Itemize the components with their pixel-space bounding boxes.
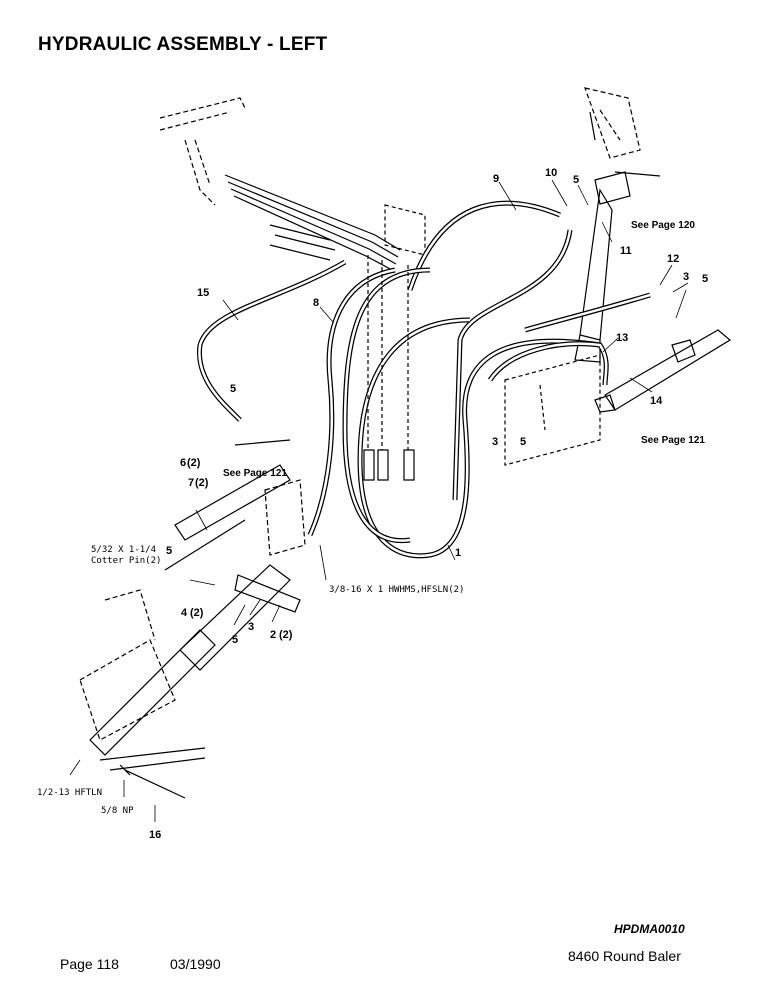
callout-16: 16 bbox=[149, 829, 161, 841]
callout-11: 11 bbox=[620, 245, 632, 257]
callout-8: 8 bbox=[313, 297, 319, 309]
callout-5-cylinder: 5 bbox=[166, 545, 172, 557]
bolt-16-head bbox=[119, 764, 131, 776]
callout-7: 7 bbox=[188, 477, 194, 489]
footer-page-number: Page 118 bbox=[60, 956, 119, 972]
callout-3-right: 3 bbox=[683, 271, 689, 283]
lower-arm bbox=[89, 629, 216, 771]
frame-lower-left bbox=[79, 479, 306, 741]
callout-6-qty: (2) bbox=[187, 457, 201, 469]
pivot-bracket-top-right bbox=[584, 87, 641, 159]
callout-2: 2 bbox=[270, 629, 276, 641]
callout-2-qty: (2) bbox=[279, 629, 293, 641]
callout-5-hose15: 5 bbox=[230, 383, 236, 395]
mounting-plate-right bbox=[504, 354, 601, 466]
pin-top bbox=[589, 111, 596, 141]
callout-5-top: 5 bbox=[573, 174, 579, 186]
np-spec-label: 5/8 NP bbox=[101, 806, 134, 816]
cotter-pin-label-line2: Cotter Pin(2) bbox=[91, 556, 161, 566]
reference-see-page-121-right: See Page 121 bbox=[641, 435, 705, 446]
nut-spec-label: 1/2-13 HFTLN bbox=[37, 788, 102, 798]
callout-13: 13 bbox=[616, 332, 628, 344]
footer-date: 03/1990 bbox=[170, 956, 221, 972]
tube-bundle-top bbox=[224, 174, 401, 272]
callout-5-center: 5 bbox=[520, 436, 526, 448]
hose-routing-lines bbox=[367, 255, 409, 450]
callout-1: 1 bbox=[455, 547, 461, 559]
lift-arm-left bbox=[164, 439, 301, 671]
callout-7-qty: (2) bbox=[195, 477, 209, 489]
callout-4-qty: (2) bbox=[190, 607, 204, 619]
hose-ends bbox=[363, 449, 415, 481]
bolt-spec-label: 3/8-16 X 1 HWHMS,HFSLN(2) bbox=[329, 585, 464, 595]
frame-member-top bbox=[159, 97, 246, 206]
bolt-16 bbox=[124, 769, 186, 799]
hose-15 bbox=[197, 259, 347, 422]
hose-9-return bbox=[452, 229, 573, 501]
hose-1 bbox=[357, 317, 601, 559]
callout-4: 4 bbox=[181, 607, 188, 619]
callout-14: 14 bbox=[650, 395, 663, 407]
mount-bracket-top bbox=[384, 204, 426, 256]
reference-see-page-120: See Page 120 bbox=[631, 220, 695, 231]
hose-9 bbox=[407, 200, 561, 291]
callout-3-center: 3 bbox=[492, 436, 498, 448]
callout-5-right: 5 bbox=[702, 273, 708, 285]
callout-12: 12 bbox=[667, 253, 679, 265]
callout-15: 15 bbox=[197, 287, 209, 299]
callout-5-lower: 5 bbox=[232, 634, 238, 646]
callout-3-lower: 3 bbox=[248, 621, 254, 633]
callout-10: 10 bbox=[545, 167, 557, 179]
callout-6: 6 bbox=[180, 457, 186, 469]
figure-id: HPDMA0010 bbox=[614, 922, 685, 936]
reference-see-page-121-left: See Page 121 bbox=[223, 468, 287, 479]
footer-model: 8460 Round Baler bbox=[568, 948, 681, 964]
callout-9: 9 bbox=[493, 173, 499, 185]
cotter-pin-label-line1: 5/32 X 1-1/4 bbox=[91, 545, 156, 555]
cylinder-11 bbox=[574, 171, 631, 363]
cylinder-14 bbox=[594, 329, 732, 413]
page-title: HYDRAULIC ASSEMBLY - LEFT bbox=[38, 34, 328, 55]
